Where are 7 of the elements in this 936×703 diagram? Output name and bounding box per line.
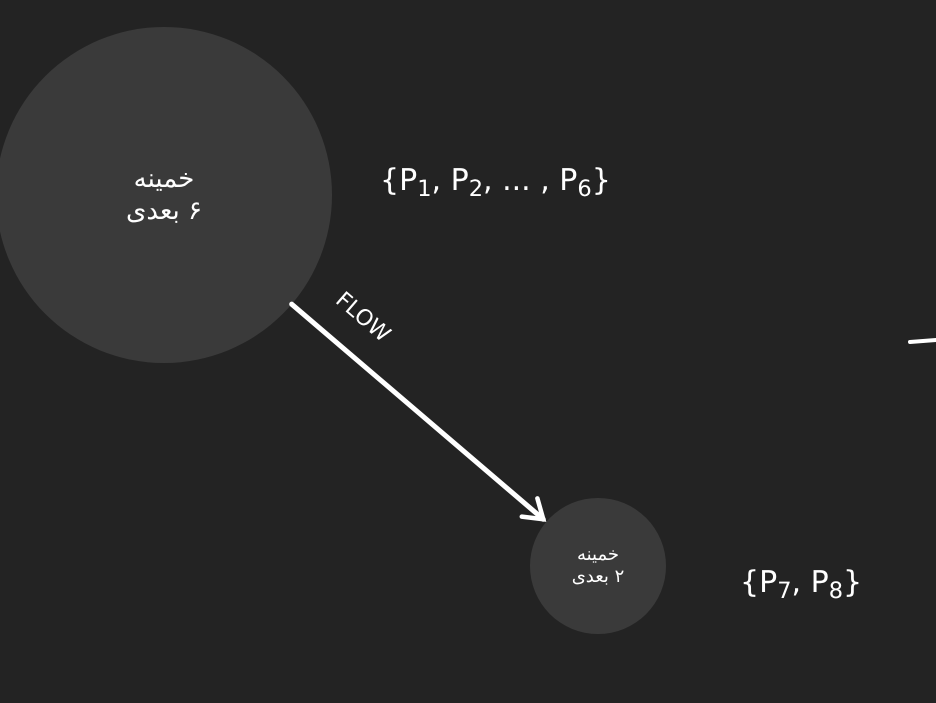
- arrow: [289, 302, 546, 522]
- point-set-label: {P$_{1}$, P$_{2}$, ... , P$_{6}$}: [380, 162, 611, 203]
- node-label: ۶ بعدی: [126, 195, 202, 228]
- node-label: ۲ بعدی: [572, 566, 624, 588]
- node-label: خمینه: [576, 544, 620, 566]
- point-set-label: {P$_{7}$, P$_{8}$}: [740, 564, 862, 605]
- node-label: خمینه: [134, 162, 194, 195]
